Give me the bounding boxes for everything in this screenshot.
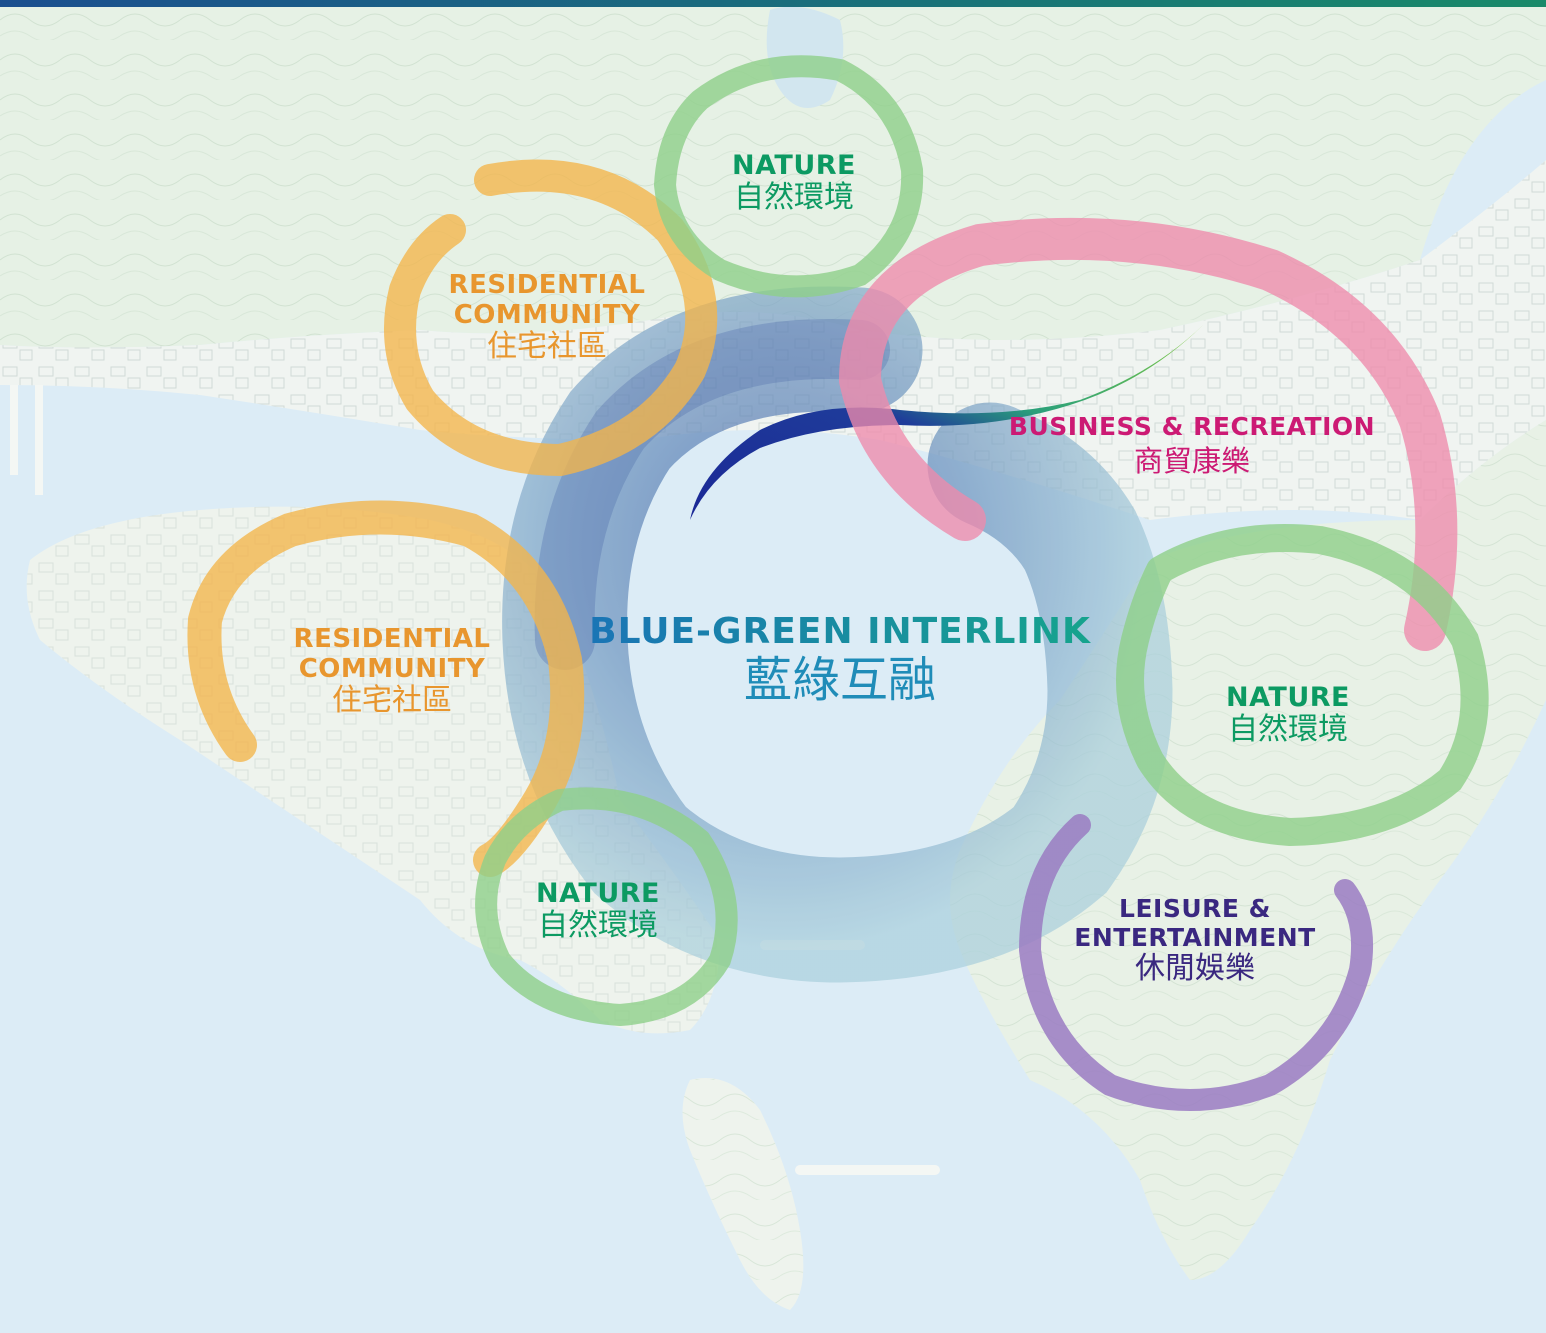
zone-title-en: NATURE bbox=[536, 878, 660, 909]
zone-title-zh: 商貿康樂 bbox=[1133, 444, 1250, 478]
nature-ring-left bbox=[475, 787, 738, 1027]
zone-label-residential-lower: RESIDENTIAL COMMUNITY 住宅社區 bbox=[280, 626, 504, 716]
center-label-blue-green-interlink: BLUE-GREEN INTERLINK 藍綠互融 bbox=[560, 614, 1120, 708]
residential-ring-lower bbox=[187, 500, 585, 877]
zone-title-zh: 自然環境 bbox=[538, 908, 658, 943]
business-ring bbox=[838, 217, 1458, 651]
nature-ring-right bbox=[1116, 524, 1489, 847]
zone-label-nature-right: NATURE 自然環境 bbox=[1210, 684, 1366, 745]
zone-title-zh: 住宅社區 bbox=[487, 329, 607, 364]
zone-title-en: BUSINESS & RECREATION bbox=[1008, 412, 1376, 441]
zone-title-zh: 住宅社區 bbox=[332, 683, 452, 718]
zone-title-en-line2: COMMUNITY bbox=[298, 654, 486, 684]
zone-title-zh: 自然環境 bbox=[1228, 712, 1348, 747]
residential-ring-upper bbox=[384, 159, 718, 477]
zone-title-en-line1: LEISURE & bbox=[1119, 894, 1271, 923]
zone-title-en-line2: COMMUNITY bbox=[453, 300, 641, 330]
pier bbox=[35, 385, 43, 495]
zone-title-en: NATURE bbox=[732, 150, 856, 181]
center-title-en: BLUE-GREEN INTERLINK bbox=[560, 614, 1120, 650]
zone-title-en-line1: RESIDENTIAL bbox=[293, 624, 491, 654]
leisure-ring bbox=[1018, 814, 1374, 1111]
zone-title-en: NATURE bbox=[1226, 682, 1350, 713]
pier bbox=[795, 1165, 940, 1175]
zone-label-leisure: LEISURE & ENTERTAINMENT 休閒娛樂 bbox=[1050, 896, 1340, 984]
zone-label-nature-left: NATURE 自然環境 bbox=[520, 880, 676, 941]
zone-title-en-line1: RESIDENTIAL bbox=[448, 270, 646, 300]
zone-title-zh: 休閒娛樂 bbox=[1135, 951, 1255, 986]
zone-title-zh: 自然環境 bbox=[734, 180, 854, 215]
zone-label-nature-top: NATURE 自然環境 bbox=[720, 152, 868, 213]
zone-label-business: BUSINESS & RECREATION 商貿康樂 bbox=[985, 414, 1399, 476]
zone-label-residential-upper: RESIDENTIAL COMMUNITY 住宅社區 bbox=[435, 272, 659, 362]
nature-ring-top bbox=[653, 55, 924, 298]
pier bbox=[10, 385, 18, 475]
center-title-zh: 藍綠互融 bbox=[743, 652, 936, 708]
header-bar bbox=[0, 0, 1546, 7]
zone-title-en-line2: ENTERTAINMENT bbox=[1074, 923, 1316, 952]
interlink-swoosh bbox=[690, 318, 1210, 520]
